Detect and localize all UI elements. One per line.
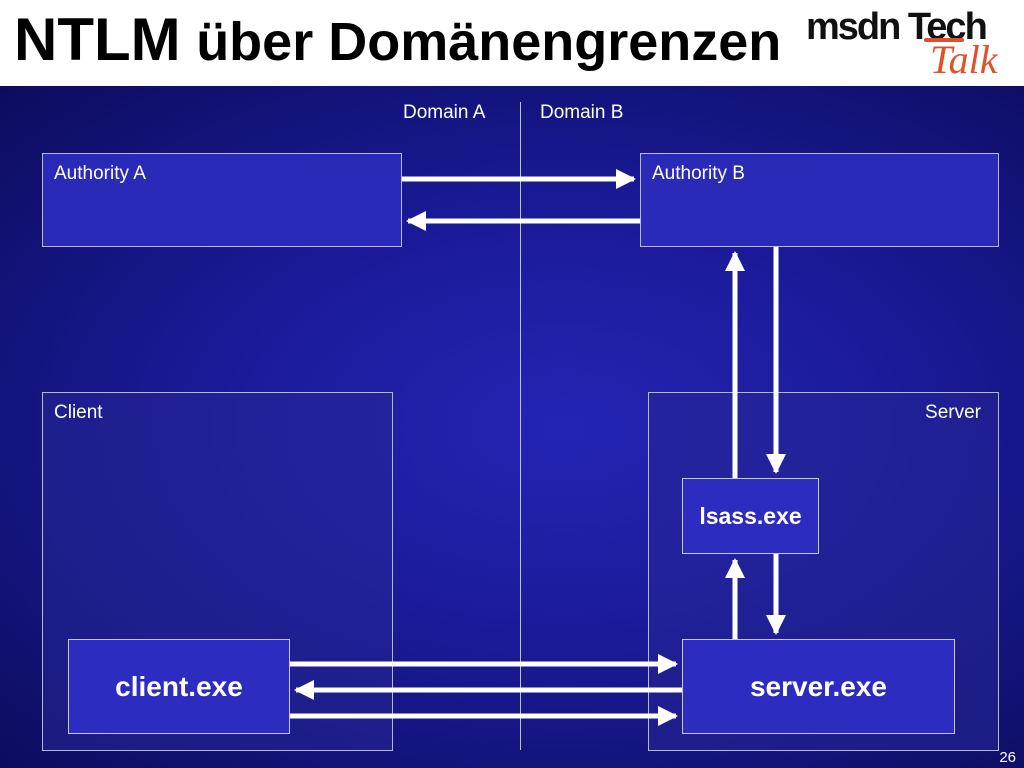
authority-b-box: Authority B: [640, 153, 999, 247]
client-exe-label: client.exe: [115, 670, 243, 702]
authority-a-label: Authority A: [54, 163, 146, 184]
diagram-stage: Domain A Domain B Authority A Authority …: [0, 86, 1024, 768]
client-label: Client: [54, 402, 103, 423]
domain-a-label: Domain A: [403, 102, 486, 123]
lsass-exe-box: lsass.exe: [682, 478, 819, 554]
server-label: Server: [925, 402, 981, 423]
logo-swoosh: [924, 38, 964, 42]
server-exe-box: server.exe: [682, 639, 955, 734]
title-part-2: über Domänengrenzen: [196, 12, 782, 72]
title-bar: NTLM über Domänengrenzen msdn Tech Talk: [0, 0, 1024, 86]
server-exe-label: server.exe: [749, 670, 888, 702]
lsass-exe-label: lsass.exe: [699, 502, 802, 529]
slide-title: NTLM über Domänengrenzen: [14, 2, 781, 80]
msdn-techtalk-logo: msdn Tech Talk: [806, 6, 1018, 82]
authority-a-box: Authority A: [42, 153, 402, 247]
logo-talk-text: Talk: [930, 37, 998, 82]
arrow-layer: [290, 169, 786, 726]
page-number: 26: [999, 749, 1016, 766]
domain-b-label: Domain B: [540, 102, 624, 123]
authority-b-label: Authority B: [652, 163, 745, 184]
title-part-1: NTLM: [14, 6, 181, 73]
domain-divider: [520, 102, 521, 750]
client-exe-box: client.exe: [68, 639, 290, 734]
